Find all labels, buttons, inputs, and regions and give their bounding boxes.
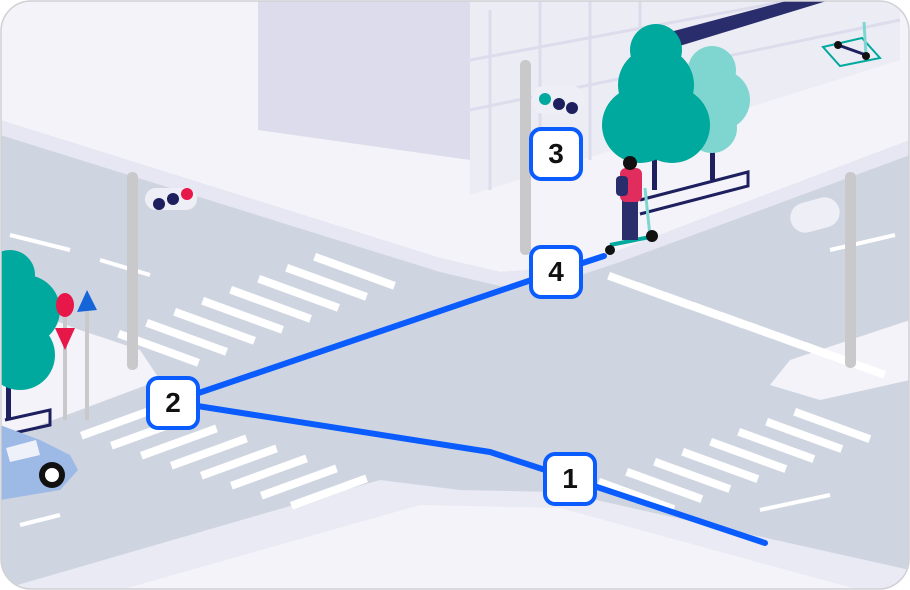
road-signs xyxy=(55,290,97,420)
route-step-2-badge[interactable]: 2 xyxy=(146,376,200,430)
crosswalk-stripe xyxy=(260,464,338,500)
scooter-rider xyxy=(605,156,658,255)
building xyxy=(258,1,470,160)
crosswalk-stripe xyxy=(230,454,308,490)
crosswalk-stripe xyxy=(145,319,228,356)
crosswalk-stripe xyxy=(173,308,256,345)
crosswalk-stripe xyxy=(709,437,788,473)
crosswalk-stripe xyxy=(625,468,704,503)
lane-markings xyxy=(9,233,896,527)
crosswalk-stripe xyxy=(229,286,312,323)
building-stripe xyxy=(640,1,830,55)
crosswalk-stripe xyxy=(79,404,158,440)
crosswalk-stripe xyxy=(285,263,368,301)
tree-left xyxy=(1,250,60,437)
crosswalk-stripes xyxy=(79,253,886,513)
sidewalk-bottom-inner xyxy=(120,505,860,589)
crosswalk-stripe xyxy=(313,253,396,290)
route-step-3-badge[interactable]: 3 xyxy=(529,127,583,181)
crosswalk-stripe xyxy=(737,428,816,463)
trees-top xyxy=(602,24,750,216)
parked-scooter xyxy=(821,21,882,68)
crosswalk-stripe xyxy=(200,444,278,480)
crosswalk-stripe xyxy=(681,448,760,483)
crosswalk-stripe xyxy=(765,417,844,453)
crosswalk-stripe xyxy=(140,424,218,460)
traffic-light-right xyxy=(790,172,856,368)
traffic-light-left xyxy=(127,172,197,370)
crosswalk-stripe xyxy=(257,275,340,312)
crosswalk-stripe xyxy=(290,474,368,510)
crosswalk-stripe xyxy=(201,297,284,334)
crosswalk-stripe xyxy=(653,457,732,493)
route-step-4-badge[interactable]: 4 xyxy=(529,245,583,299)
crosswalk-stripe xyxy=(793,408,872,443)
crosswalk-stripe xyxy=(170,434,248,470)
car xyxy=(1,425,78,500)
traffic-light-top xyxy=(520,60,584,255)
route-step-1-badge[interactable]: 1 xyxy=(543,452,597,506)
crosswalk-stripe xyxy=(803,341,886,379)
